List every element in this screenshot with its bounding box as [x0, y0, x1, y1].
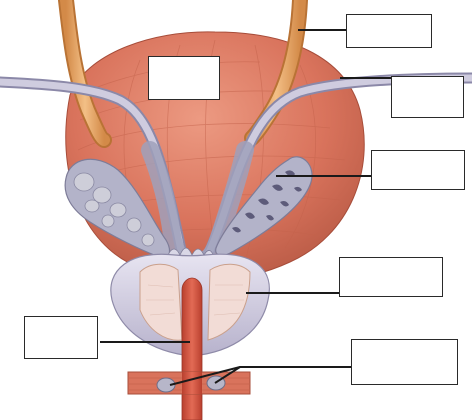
label-box-urethra[interactable] [24, 316, 98, 359]
label-box-bulbourethral-glands[interactable] [351, 339, 458, 385]
label-box-bladder[interactable] [148, 56, 220, 100]
urethra [182, 278, 202, 420]
label-box-ductus-deferens[interactable] [391, 76, 464, 118]
label-box-ureter[interactable] [346, 14, 432, 48]
label-box-seminal-vesicle[interactable] [371, 150, 465, 190]
label-box-prostate[interactable] [339, 257, 443, 297]
urogenital-diaphragm [128, 372, 250, 394]
